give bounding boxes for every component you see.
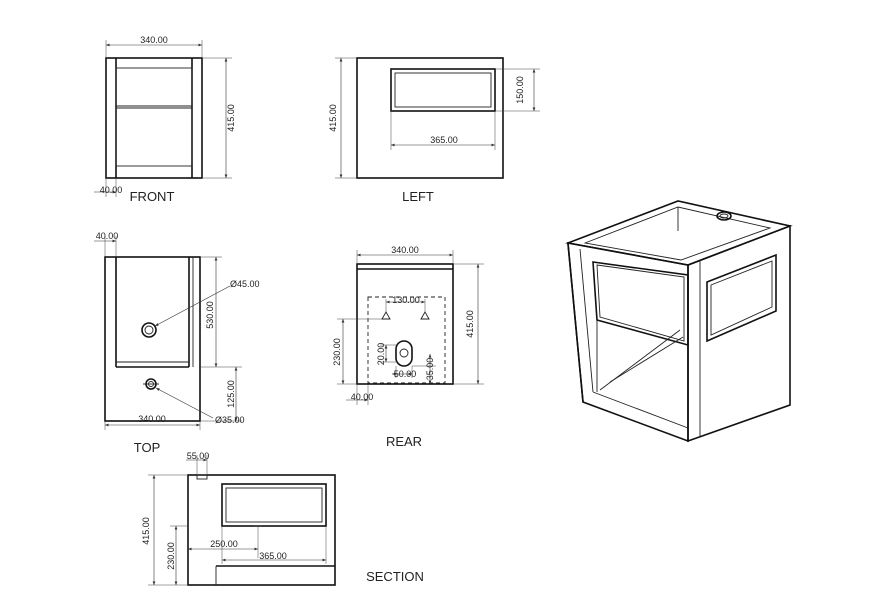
isometric-view [565,200,793,443]
rear-width-label: 340.00 [391,245,419,255]
rear-bracket-right [420,311,430,320]
section-view: 55.00 415.00 230.00 250.00 365.00 SECTIO… [141,451,424,586]
section-top-slot [196,474,208,480]
section-outline [187,474,336,586]
rear-view-title: REAR [386,434,422,449]
top-hole-large-label: Ø45.00 [230,279,260,289]
left-view-title: LEFT [402,189,434,204]
iso-tap-hole [716,211,732,221]
front-panel-lower [115,107,193,167]
front-width-label: 340.00 [140,35,168,45]
section-top-label: 55.00 [187,451,210,461]
top-view-title: TOP [134,440,161,455]
top-wall-label: 40.00 [96,231,119,241]
top-depth-label: 530.00 [205,301,215,329]
front-height-label: 415.00 [226,104,236,132]
front-wall-label: 40.00 [100,185,123,195]
rear-bracket-spacing-label: 130.00 [392,295,420,305]
front-view: 340.00 415.00 40.00 FRONT [94,35,236,204]
section-opening-inner [225,487,323,523]
rear-outlet-width-label: 50.00 [394,369,417,379]
section-lower-height-label: 230.00 [166,542,176,570]
left-height-label: 415.00 [328,104,338,132]
left-view: 415.00 150.00 365.00 LEFT [328,57,540,204]
rear-outline [356,263,454,385]
rear-bracket-height-label: 230.00 [332,338,342,366]
left-opening-inner [394,72,492,108]
top-hole-small-label: Ø35.00 [215,415,245,425]
rear-outlet [395,340,413,367]
top-width-label: 340.00 [138,414,166,424]
rear-height-label: 415.00 [465,310,475,338]
front-view-title: FRONT [130,189,175,204]
left-outline [356,57,504,179]
front-panel-upper [115,67,193,107]
left-opening-width-label: 365.00 [430,135,458,145]
left-opening-outer [390,68,496,112]
front-outline [105,57,203,179]
rear-outlet-offset-label: 35.00 [425,358,435,381]
top-view: 40.00 Ø45.00 530.00 125.00 340.00 Ø35.00… [94,231,260,455]
top-hole-large [141,322,157,338]
rear-bracket-left [381,311,391,320]
top-outline [104,256,201,422]
section-opening-width-label: 365.00 [259,551,287,561]
rear-outlet-height-label: 20.00 [376,343,386,366]
rear-view: 130.00 340.00 415.00 230.00 20.00 50.00 … [332,245,484,449]
section-offset-label: 250.00 [210,539,238,549]
rear-inner-dashed [367,296,446,384]
section-opening-outer [221,483,327,527]
top-offset-label: 125.00 [226,380,236,408]
rear-margin-label: 40.00 [351,392,374,402]
left-opening-height-label: 150.00 [515,76,525,104]
section-height-label: 415.00 [141,517,151,545]
section-view-title: SECTION [366,569,424,584]
